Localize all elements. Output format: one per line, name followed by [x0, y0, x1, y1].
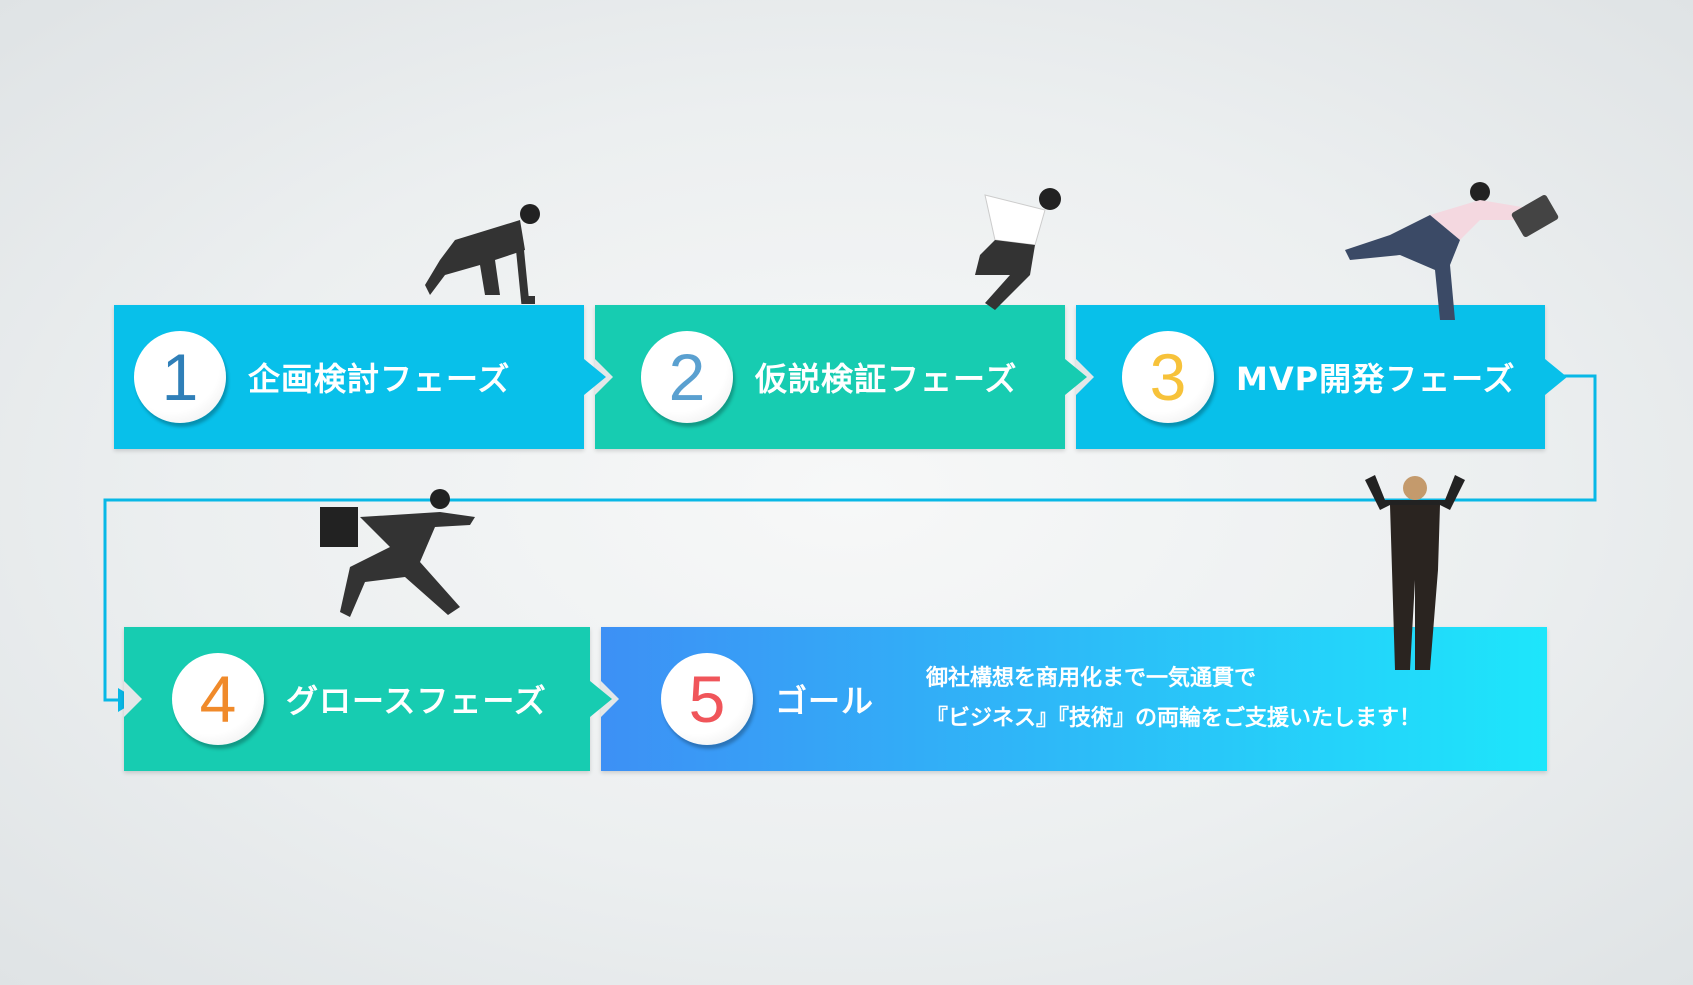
sprinting-businessman-icon [975, 188, 1061, 310]
phase-label: グロースフェーズ [286, 682, 547, 720]
running-businessman-briefcase-icon [1345, 182, 1559, 320]
phase-4: 4 グロースフェーズ [124, 627, 612, 771]
phase-3: 3 MVP開発フェーズ [1076, 305, 1567, 449]
phase-label: 仮説検証フェーズ [755, 360, 1018, 398]
phase-number: 1 [134, 331, 226, 423]
phase-number: 3 [1122, 331, 1214, 423]
phase-number: 2 [641, 331, 733, 423]
goal-message-line2: 『ビジネス』『技術』の両輪をご支援いたします！ [926, 706, 1422, 731]
phase-label: ゴール [775, 682, 875, 720]
phase-number: 4 [172, 653, 264, 745]
celebrating-businessman-icon [1365, 475, 1465, 670]
phase-2: 2 仮説検証フェーズ [595, 305, 1087, 449]
crouching-businessman-icon [425, 204, 540, 304]
phase-label: 企画検討フェーズ [248, 360, 511, 398]
phase-label: MVP開発フェーズ [1236, 360, 1516, 398]
leaping-businessman-briefcase-icon [320, 489, 475, 617]
phase-1: 1 企画検討フェーズ [114, 305, 606, 449]
phase-5-goal: 5 ゴール 御社構想を商用化まで一気通貫で 『ビジネス』『技術』の両輪をご支援い… [601, 627, 1547, 771]
phase-number: 5 [661, 653, 753, 745]
goal-message-line1: 御社構想を商用化まで一気通貫で [926, 666, 1257, 691]
goal-message: 御社構想を商用化まで一気通貫で 『ビジネス』『技術』の両輪をご支援いたします！ [926, 659, 1421, 739]
